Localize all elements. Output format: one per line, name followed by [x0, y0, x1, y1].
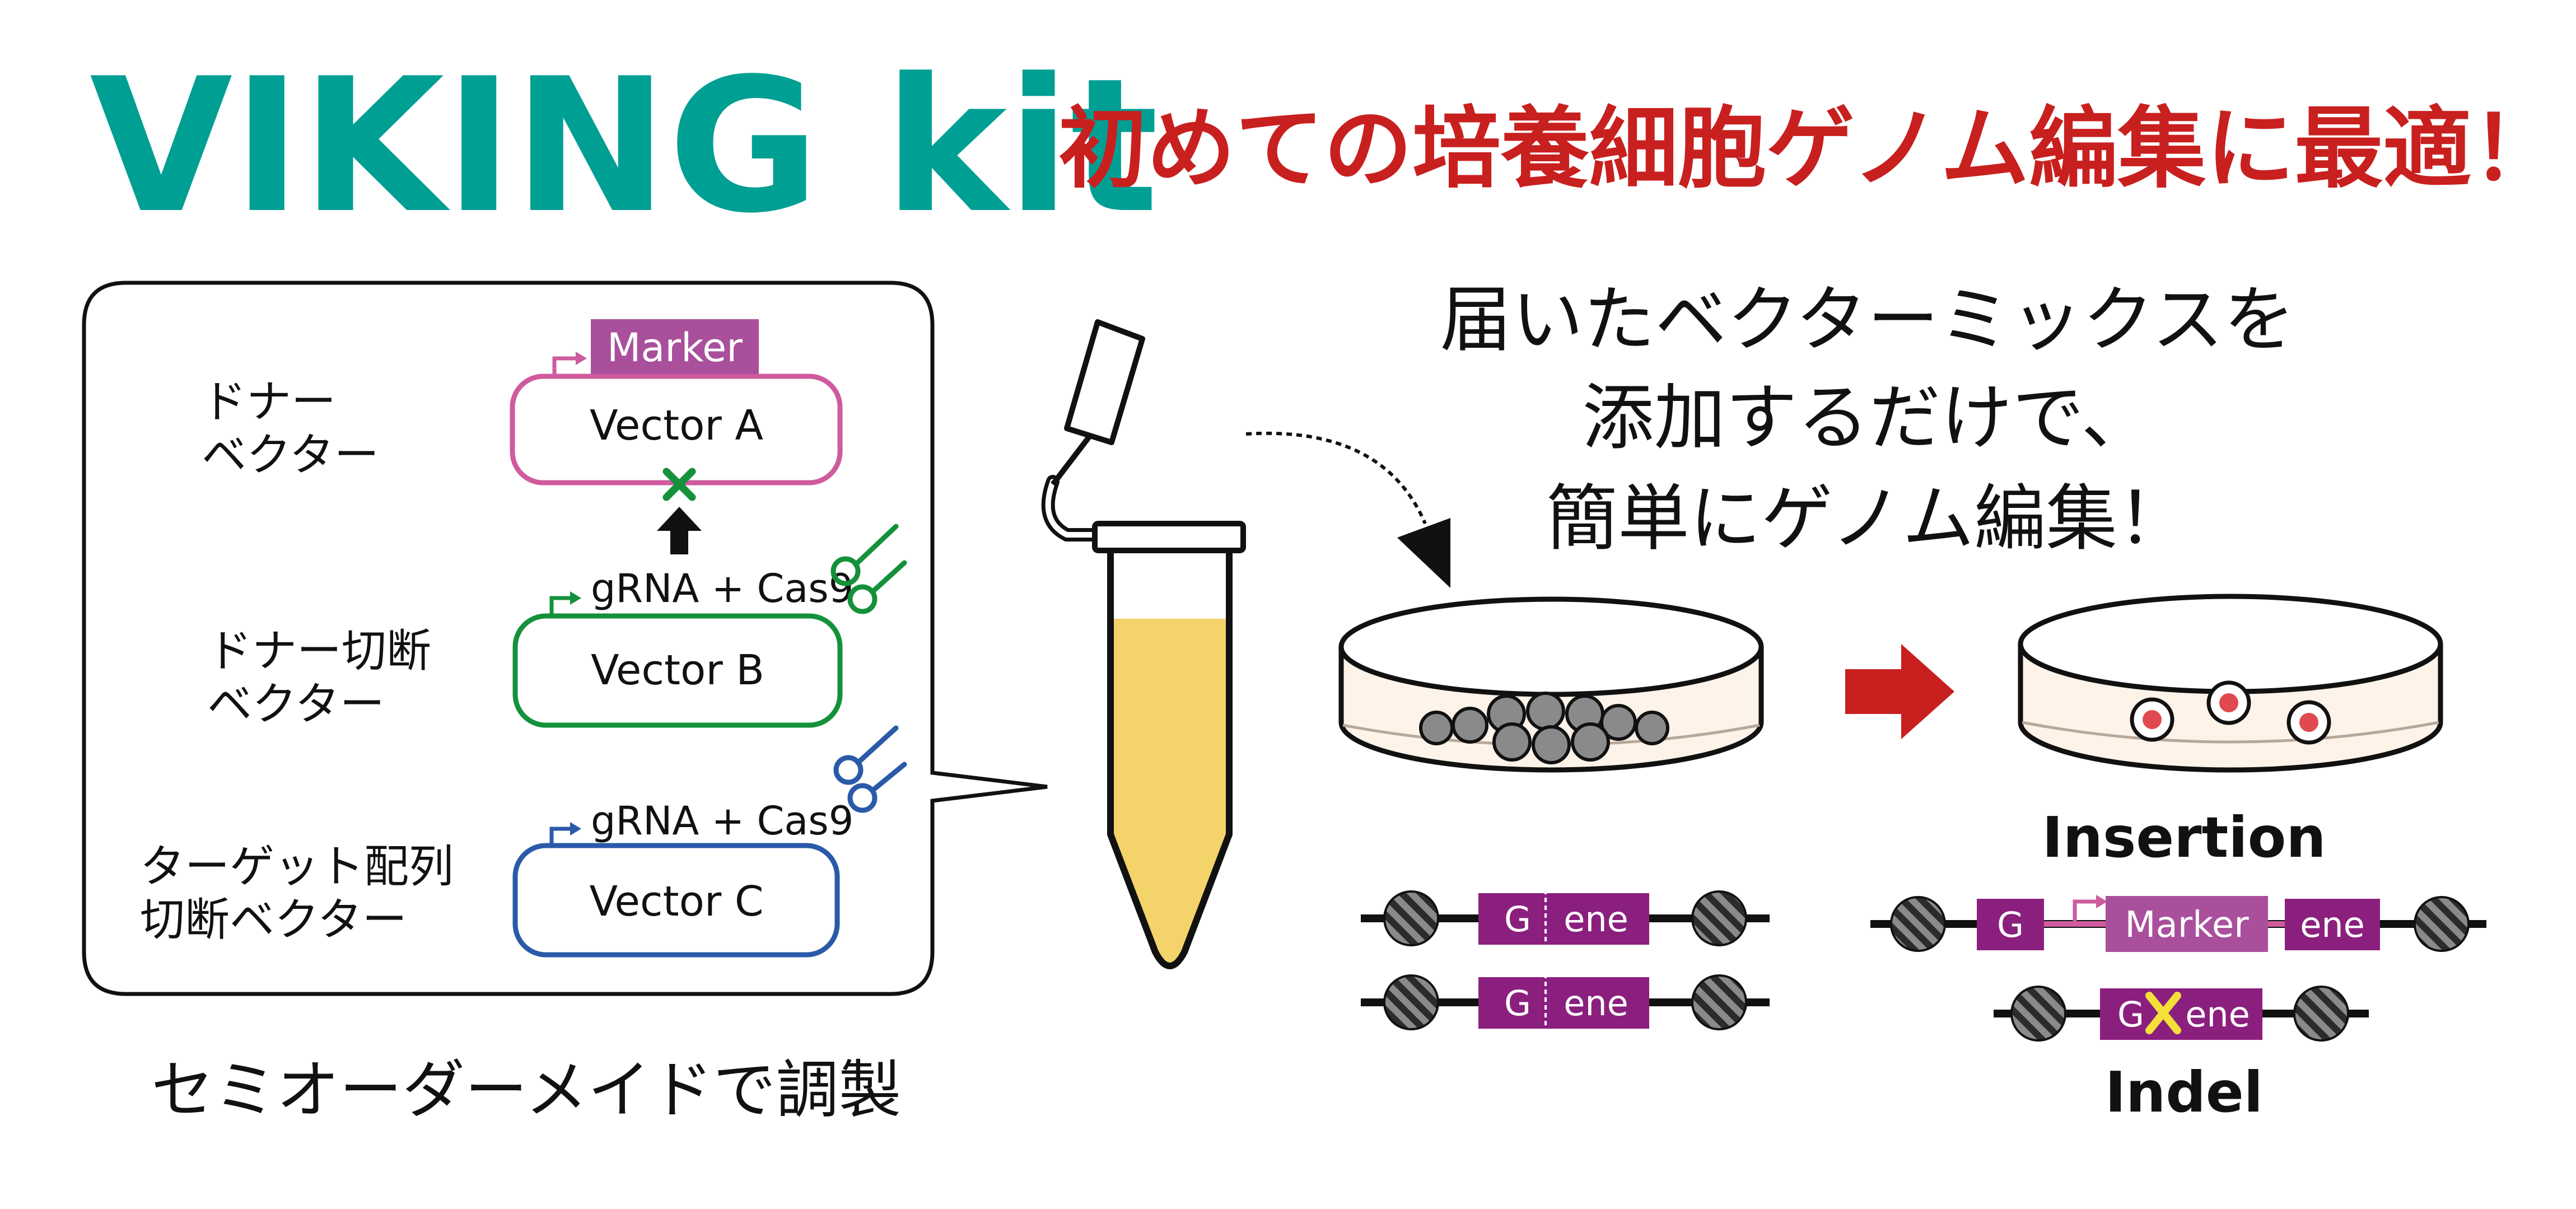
gene-locus-insertion: G Marker ene [1870, 895, 2486, 952]
chromatin-bead [1691, 890, 1747, 946]
tube-cap [1064, 319, 1145, 445]
dashed-arrow [1245, 431, 1427, 525]
gene-left: G [1504, 983, 1531, 1024]
promoter-arrow-head [2096, 895, 2107, 908]
scissors-icon [833, 725, 907, 813]
gene-box-right [2285, 899, 2380, 950]
vector-c-tag: gRNA + Cas9 [591, 798, 853, 844]
headline-line3: 簡単にゲノム編集！ [1546, 477, 2189, 561]
gene-right: ene [2185, 994, 2250, 1035]
gene-box [2100, 988, 2262, 1040]
vector-b: ドナー切断 ベクター gRNA + Cas9 Vector B [207, 524, 907, 730]
gene-locus-indel: G ene [1994, 986, 2369, 1042]
chromatin-bead [1890, 896, 1946, 952]
vector-c-label-line1: ターゲット配列 [140, 841, 454, 893]
tube-hinge-inner [1045, 479, 1106, 538]
vector-b-label-line1: ドナー切断 [207, 625, 431, 677]
tube-body [1107, 550, 1233, 969]
dish-rim [1338, 596, 1764, 697]
vector-b-name: Vector B [591, 646, 764, 694]
tube-icon [1041, 319, 1246, 969]
vector-c-label-line2: 切断ベクター [140, 894, 407, 946]
tube-rim [1092, 521, 1246, 553]
promoter-arrow-head [570, 822, 581, 835]
indel-label: Indel [2105, 1059, 2263, 1125]
gene-right: ene [1564, 899, 1628, 940]
cells-edited [2130, 680, 2331, 745]
culture-dish-after [2018, 594, 2443, 773]
gene-right: ene [2300, 904, 2365, 945]
dish-rim [2018, 594, 2443, 694]
footnote: セミオーダーメイドで調製 [151, 1054, 902, 1127]
cells-many [1419, 692, 1669, 764]
chromatin-bead [2010, 986, 2066, 1042]
cross-icon [662, 468, 696, 501]
vector-b-box [512, 613, 843, 728]
gene-left: G [1997, 904, 2024, 945]
promoter-arrow-icon [549, 596, 571, 616]
headline-line1: 届いたベクターミックスを [1440, 278, 2295, 362]
promoter-arrow-head [576, 352, 587, 365]
vector-c-box [512, 843, 840, 958]
insert-marker-box [2106, 896, 2268, 952]
promoter-arrow-head [570, 591, 581, 605]
gene-right: ene [1564, 983, 1628, 1024]
marker-tag-label: Marker [607, 325, 743, 371]
vector-a-label-line1: ドナー [202, 376, 336, 428]
scissors-icon [830, 524, 907, 614]
tube-liquid [1110, 619, 1229, 966]
gene-left: G [1504, 899, 1531, 940]
chromatin-bead [2293, 986, 2349, 1042]
vector-c: ターゲット配列 切断ベクター gRNA + Cas9 Vector C [140, 725, 907, 958]
vector-b-label-line2: ベクター [207, 678, 385, 730]
chromatin-bead [1691, 974, 1747, 1030]
chromatin-bead [1383, 974, 1439, 1030]
chromatin-bead [1383, 890, 1439, 946]
gene-box-left [1977, 899, 2044, 950]
promoter-arrow-icon [549, 827, 571, 846]
marker-tag [591, 319, 759, 375]
vector-a: ドナー ベクター Marker Vector A [202, 319, 843, 501]
tagline: 初めての培養細胞ゲノム編集に最適！ [1058, 97, 2560, 200]
headline-line2: 添加するだけで、 [1583, 376, 2153, 460]
chromatin-bead [2414, 896, 2470, 952]
gene-box [1478, 977, 1649, 1029]
dish-media-line [2022, 721, 2439, 744]
insert-marker-label: Marker [2125, 904, 2249, 946]
arrow-up-icon [657, 507, 702, 554]
gene-left: G [2117, 994, 2144, 1035]
promoter-arrow-icon [552, 356, 577, 376]
vector-b-tag: gRNA + Cas9 [591, 566, 853, 611]
title: VIKING kit [90, 39, 1159, 254]
gene-locus-before-1: G ene [1361, 882, 1770, 952]
promoter-arrow-icon [2073, 899, 2097, 921]
insertion-label: Insertion [2042, 805, 2326, 870]
vector-a-label-line2: ベクター [202, 429, 379, 481]
dashed-arrow-head [1397, 518, 1450, 588]
culture-dish-before [1338, 596, 1764, 773]
gene-locus-before-2: G ene [1361, 966, 1770, 1036]
vector-a-name: Vector A [590, 402, 763, 450]
vector-c-name: Vector C [590, 877, 764, 926]
cross-icon [2145, 992, 2181, 1034]
tube-hinge-link [1051, 435, 1091, 487]
arrow-right-icon [1845, 644, 1954, 739]
gene-box [1478, 893, 1649, 945]
